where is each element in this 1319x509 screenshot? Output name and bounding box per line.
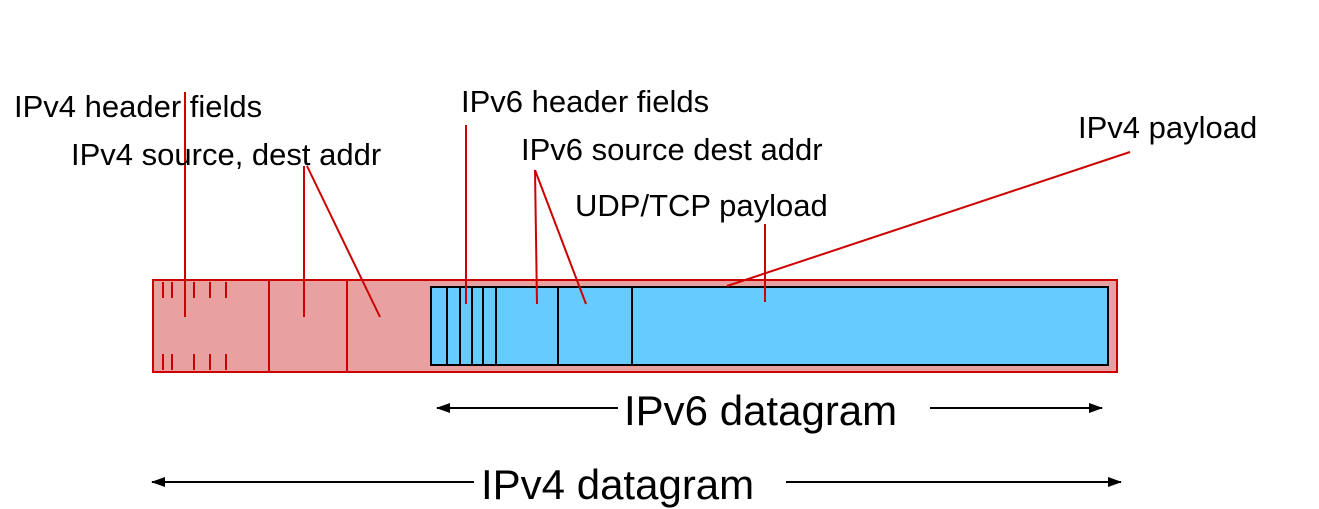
- label-ipv6-source-dest-addr: IPv6 source dest addr: [521, 132, 823, 167]
- ipv4-field-dividers: [268, 281, 348, 371]
- ipv6-inner-rect: [430, 286, 1109, 366]
- ipv6-field-dividers: [446, 288, 633, 364]
- leader-ipv4-payload: [726, 151, 1131, 287]
- label-udp-tcp-payload: UDP/TCP payload: [575, 188, 828, 223]
- leader-ipv4-dest-addr: [306, 165, 381, 318]
- label-ipv4-header-fields: IPv4 header fields: [14, 89, 262, 124]
- leader-ipv6-source-addr: [534, 169, 538, 305]
- ipv4-datagram-span: IPv4 datagram: [151, 461, 1122, 508]
- ipv6-datagram-box: [430, 286, 1109, 366]
- label-ipv6-datagram: IPv6 datagram: [624, 387, 897, 434]
- leader-ipv6-dest-addr: [534, 169, 587, 305]
- label-ipv4-datagram: IPv4 datagram: [481, 461, 754, 508]
- leader-lines: [184, 92, 1131, 318]
- ipv6-datagram-span: IPv6 datagram: [436, 387, 1103, 434]
- label-ipv4-source-dest-addr: IPv4 source, dest addr: [71, 137, 381, 172]
- ipv4-header-field-ticks: [162, 282, 227, 370]
- label-ipv4-payload: IPv4 payload: [1078, 110, 1257, 145]
- label-ipv6-header-fields: IPv6 header fields: [461, 84, 709, 119]
